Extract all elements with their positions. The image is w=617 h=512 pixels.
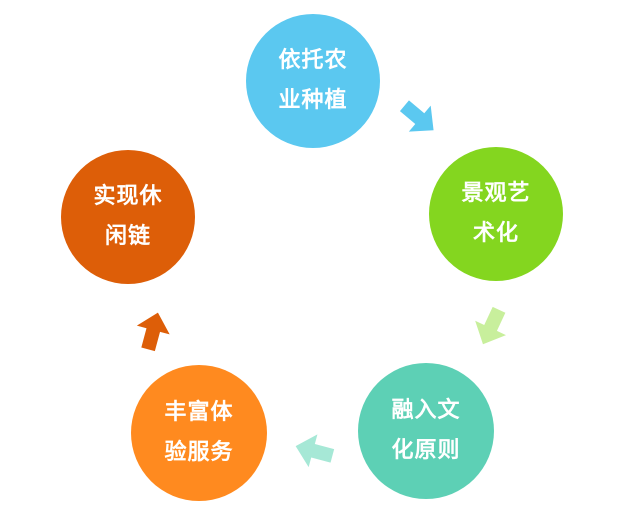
node-culture: 融入文 化原则 bbox=[358, 363, 494, 499]
node-landscape-line-1: 景观艺 bbox=[461, 181, 531, 206]
arrow-2-shape bbox=[475, 306, 506, 345]
node-service: 丰富体 验服务 bbox=[131, 365, 267, 501]
node-leisure-line-1: 实现休 bbox=[93, 184, 163, 209]
arrow-right-down-icon bbox=[396, 95, 442, 141]
arrow-3-shape bbox=[295, 434, 335, 468]
arrow-1-shape bbox=[399, 100, 434, 132]
node-culture-line-1: 融入文 bbox=[391, 398, 461, 423]
node-culture-label: 融入文 化原则 bbox=[391, 391, 460, 471]
node-landscape-line-2: 术化 bbox=[472, 221, 519, 246]
arrow-down-icon bbox=[468, 304, 514, 350]
node-agriculture-line-1: 依托农 bbox=[278, 48, 348, 73]
node-service-label: 丰富体 验服务 bbox=[164, 393, 233, 473]
node-leisure-line-2: 闲链 bbox=[104, 224, 151, 249]
arrow-up-icon bbox=[130, 308, 176, 354]
node-leisure-label: 实现休 闲链 bbox=[93, 177, 162, 257]
node-agriculture-line-2: 业种植 bbox=[278, 88, 348, 113]
arrow-4-shape bbox=[136, 312, 170, 352]
node-leisure: 实现休 闲链 bbox=[61, 150, 195, 284]
node-agriculture-label: 依托农 业种植 bbox=[278, 41, 347, 121]
node-landscape-label: 景观艺 术化 bbox=[461, 174, 530, 254]
node-landscape: 景观艺 术化 bbox=[429, 147, 563, 281]
node-culture-line-2: 化原则 bbox=[391, 438, 461, 463]
node-service-line-2: 验服务 bbox=[164, 440, 234, 465]
node-service-line-1: 丰富体 bbox=[164, 400, 234, 425]
node-agriculture: 依托农 业种植 bbox=[246, 14, 380, 148]
arrow-left-icon bbox=[291, 428, 337, 474]
